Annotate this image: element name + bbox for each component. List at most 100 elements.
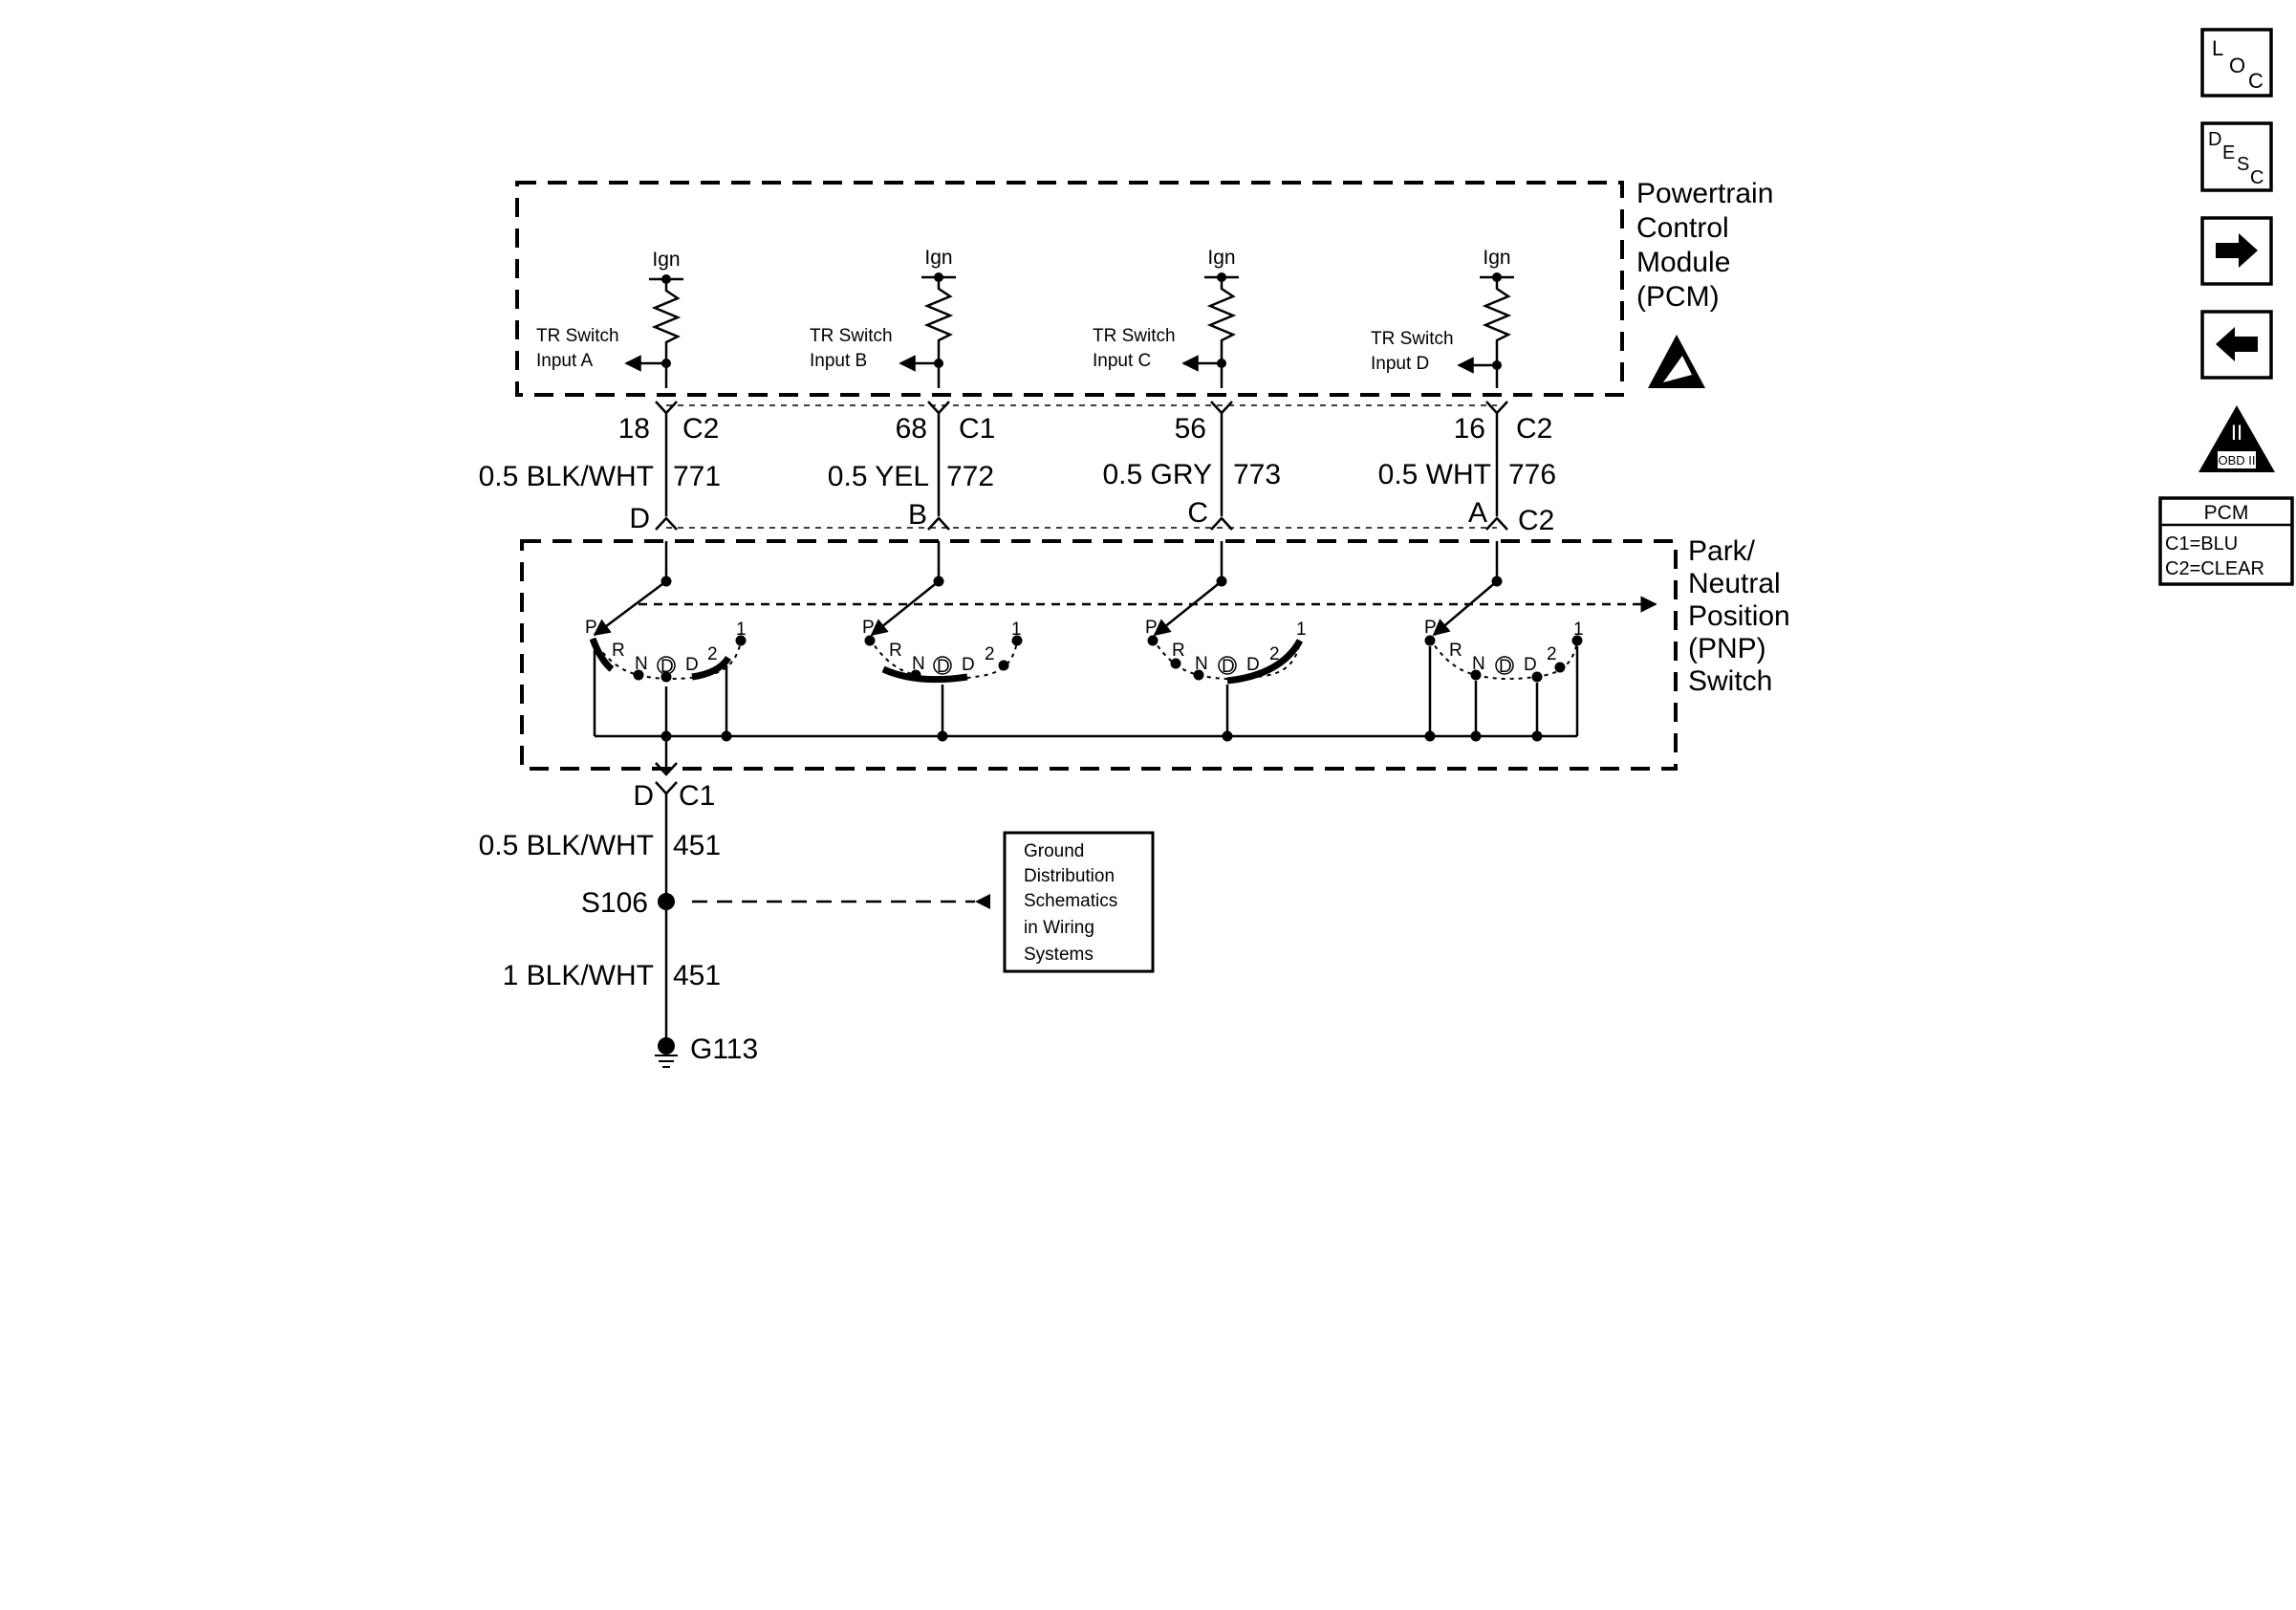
pcm-legend-line-1: C1=BLU (2165, 533, 2238, 555)
wire-labels: 18 C2 0.5 BLK/WHT 771 D 68 C1 0.5 YEL 77… (479, 413, 1556, 536)
wire-a-color: 0.5 BLK/WHT (479, 461, 654, 492)
arrow-right-icon (2216, 233, 2258, 268)
desc-letter-d: D (2208, 129, 2221, 150)
desc-button[interactable]: D E S C (2200, 121, 2273, 192)
wire-c-pin: 56 (1175, 413, 1206, 445)
wire-c-color: 0.5 GRY (1102, 459, 1212, 490)
ground-icon (655, 1037, 678, 1068)
ground-wire2-circuit: 451 (673, 960, 721, 991)
desc-letter-c: C (2250, 167, 2264, 188)
input-a-ign: Ign (652, 249, 680, 271)
pnp-position-labels: P R N D D 2 1 P R N D D 2 1 P R N D D 2 … (585, 618, 1584, 677)
pos-a-1: 1 (736, 620, 747, 640)
ground-ref-line-1: Ground (1024, 841, 1084, 861)
input-d-label-2: Input D (1371, 354, 1429, 374)
harness-wires (655, 401, 1508, 531)
wire-b-circuit: 772 (946, 461, 994, 492)
pcm-legend-line-2: C2=CLEAR (2165, 558, 2264, 579)
wire-b-color: 0.5 YEL (828, 461, 929, 492)
ground-ref-line-5: Systems (1024, 945, 1094, 965)
loc-letter-c: C (2248, 69, 2264, 93)
desc-letter-e: E (2222, 142, 2235, 163)
input-b-label-1: TR Switch (810, 326, 893, 346)
pos-b-p: P (862, 618, 875, 638)
ground-ref-line-2: Distribution (1024, 866, 1115, 886)
pcm-title-line-2: Control (1636, 212, 1729, 244)
input-c-ign: Ign (1207, 247, 1235, 269)
loc-letter-o: O (2229, 54, 2245, 77)
input-b-ign: Ign (924, 247, 952, 269)
wire-b-pnp-pin: B (908, 499, 927, 531)
wire-b-pin: 68 (896, 413, 927, 445)
pnp-title-line-4: (PNP) (1688, 633, 1766, 664)
pos-c-p: P (1145, 618, 1158, 638)
ground-label: G113 (690, 1033, 758, 1065)
input-d-label-1: TR Switch (1371, 329, 1454, 349)
pcm-title-line-3: Module (1636, 247, 1730, 278)
pos-c-od: D (1222, 657, 1235, 677)
obd-numeral: II (2231, 421, 2242, 445)
wire-d-pin: 16 (1454, 413, 1485, 445)
loc-letter-l: L (2212, 36, 2223, 60)
loc-button[interactable]: L O C (2200, 28, 2273, 98)
pos-c-n: N (1195, 654, 1208, 674)
ground-path: D C1 0.5 BLK/WHT 451 S106 1 BLK/WHT 451 … (479, 736, 990, 1068)
obd-ii-icon[interactable]: II OBD II (2199, 405, 2275, 472)
pnp-title-line-2: Neutral (1688, 568, 1781, 599)
pos-d-p: P (1424, 618, 1437, 638)
wire-a-connector: C2 (682, 413, 719, 445)
pcm-connector-legend: PCM C1=BLU C2=CLEAR (2158, 496, 2294, 586)
wire-a-circuit: 771 (673, 461, 721, 492)
pos-a-r: R (612, 641, 625, 661)
pos-c-d: D (1246, 655, 1260, 675)
wire-d-connector: C2 (1516, 413, 1552, 445)
pos-c-1: 1 (1296, 620, 1307, 640)
pnp-box (520, 539, 1678, 771)
pos-d-1: 1 (1573, 620, 1584, 640)
input-c-label-1: TR Switch (1093, 326, 1176, 346)
wire-c-circuit: 773 (1233, 459, 1281, 490)
input-a-label-2: Input A (536, 351, 593, 371)
pcm-title-line-4: (PCM) (1636, 281, 1720, 313)
pos-b-od: D (937, 657, 950, 677)
input-b-label-2: Input B (810, 351, 867, 371)
input-d-ign: Ign (1483, 247, 1510, 269)
pos-a-od: D (661, 657, 674, 677)
obd-label: OBD II (2218, 453, 2255, 468)
pos-d-r: R (1449, 641, 1462, 661)
pos-a-2: 2 (707, 644, 718, 664)
splice-dot (658, 893, 675, 910)
wire-d-color: 0.5 WHT (1378, 459, 1491, 490)
pos-d-od: D (1499, 657, 1512, 677)
wire-b-connector: C1 (959, 413, 995, 445)
input-a-label-1: TR Switch (536, 326, 619, 346)
arrow-left-icon (2216, 327, 2258, 361)
input-c-label-2: Input C (1093, 351, 1151, 371)
ground-wire1-circuit: 451 (673, 830, 721, 861)
pos-b-n: N (912, 654, 925, 674)
esd-warning-icon (1648, 335, 1705, 388)
pos-d-2: 2 (1547, 644, 1557, 664)
wire-d-pnp-pin: A (1468, 497, 1487, 529)
desc-letter-s: S (2237, 154, 2249, 175)
ground-distribution-ref[interactable]: Ground Distribution Schematics in Wiring… (1003, 831, 1155, 973)
pos-b-2: 2 (985, 644, 995, 664)
pos-b-d: D (962, 655, 975, 675)
next-button[interactable] (2200, 216, 2273, 286)
wire-d-circuit: 776 (1508, 459, 1556, 490)
pcm-legend-title: PCM (2204, 502, 2249, 524)
pcm-box (515, 181, 1624, 397)
pos-a-d: D (685, 655, 699, 675)
ground-connector: C1 (679, 780, 715, 812)
previous-button[interactable] (2200, 310, 2273, 380)
splice-label: S106 (581, 887, 648, 919)
pos-b-r: R (889, 641, 902, 661)
pcm-title: Powertrain Control Module (PCM) (1636, 178, 1773, 313)
input-a-channel: Ign TR Switch Input A (536, 249, 683, 388)
pos-c-r: R (1172, 641, 1185, 661)
pos-d-d: D (1524, 655, 1537, 675)
pcm-title-line-1: Powertrain (1636, 178, 1773, 209)
pnp-title-line-3: Position (1688, 600, 1790, 632)
wire-a-pin: 18 (618, 413, 650, 445)
